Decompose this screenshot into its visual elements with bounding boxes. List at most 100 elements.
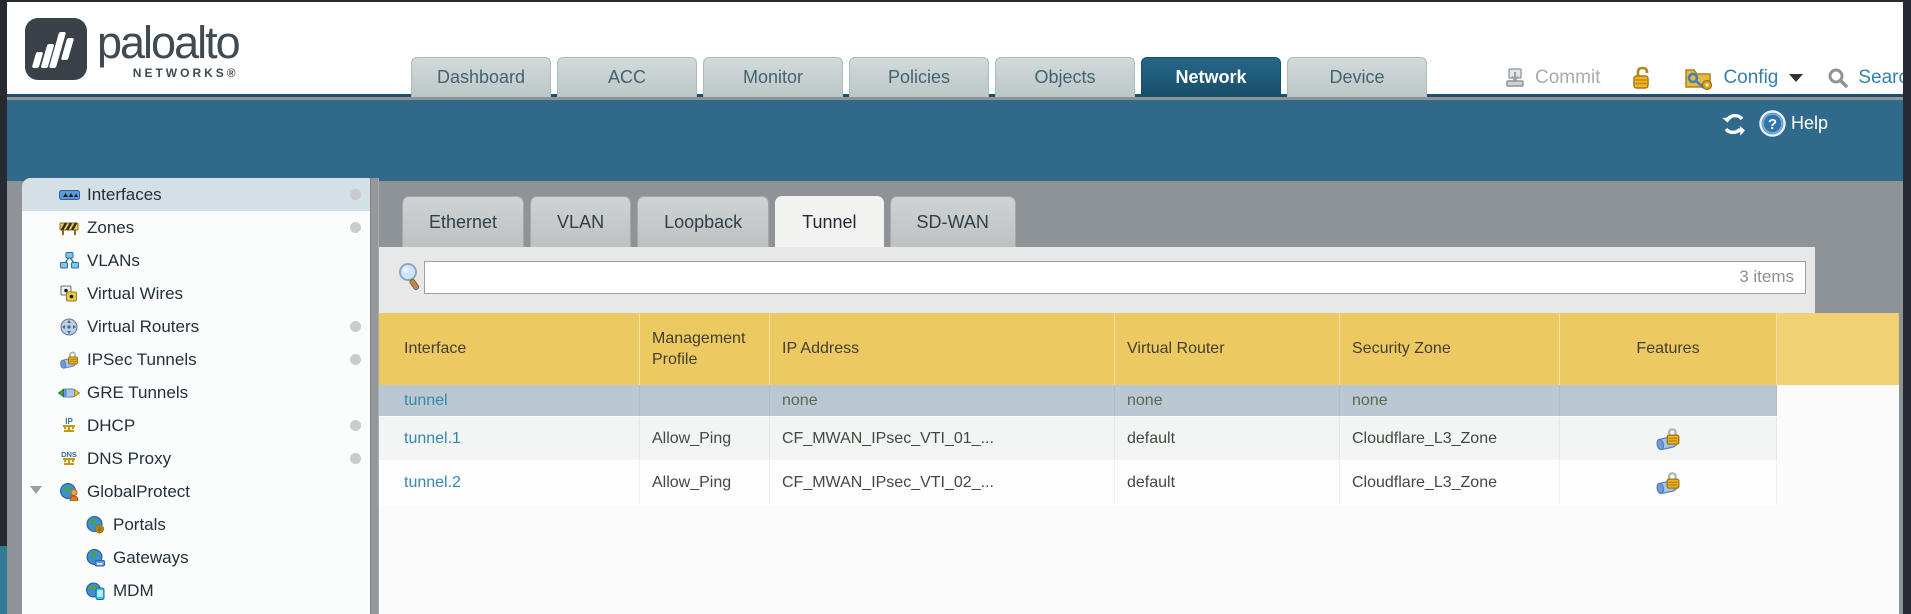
cell-management-profile: Allow_Ping	[640, 461, 770, 504]
window-right-border	[1903, 0, 1911, 614]
sidebar-item-label: VLANs	[87, 250, 140, 270]
table-row[interactable]: tunnel.1 Allow_Ping CF_MWAN_IPsec_VTI_01…	[379, 417, 1777, 461]
refresh-icon[interactable]	[1721, 112, 1747, 136]
status-dot	[350, 189, 361, 200]
interface-type-tabs: Ethernet VLAN Loopback Tunnel SD-WAN	[402, 196, 1016, 247]
sidebar-item-virtual-wires[interactable]: Virtual Wires	[22, 277, 370, 310]
filter-input[interactable]	[424, 261, 1806, 294]
status-dot	[350, 420, 361, 431]
help-button[interactable]: Help	[1790, 113, 1828, 133]
table-row[interactable]: tunnel none none none	[379, 385, 1777, 417]
cell-security-zone: Cloudflare_L3_Zone	[1340, 417, 1560, 460]
dhcp-icon: IP	[58, 417, 80, 435]
cell-features	[1560, 461, 1777, 504]
cell-features	[1560, 417, 1777, 460]
sidebar-item-virtual-routers[interactable]: Virtual Routers	[22, 310, 370, 343]
cell-virtual-router: none	[1127, 391, 1163, 409]
tab-device[interactable]: Device	[1287, 57, 1427, 97]
window-left-border-accent	[0, 546, 7, 614]
sidebar-item-label: DNS Proxy	[87, 448, 172, 468]
filter-bar: 3 items	[379, 247, 1815, 313]
ipsec-tunnel-feature-icon[interactable]	[1655, 471, 1682, 495]
tab-monitor[interactable]: Monitor	[703, 57, 843, 97]
portals-icon	[84, 515, 106, 534]
cell-management-profile	[640, 385, 770, 416]
column-header-management-profile[interactable]: Management Profile	[640, 313, 770, 385]
sidebar-item-ipsec-tunnels[interactable]: IPSec Tunnels	[22, 343, 370, 376]
sidebar-item-dhcp[interactable]: IP DHCP	[22, 409, 370, 442]
sidebar-item-label: Zones	[87, 217, 135, 237]
sidebar-item-label: Portals	[113, 514, 166, 534]
sidebar-item-dns-proxy[interactable]: DNS DNS Proxy	[22, 442, 370, 475]
filter-search-icon	[397, 262, 421, 294]
table-row[interactable]: tunnel.2 Allow_Ping CF_MWAN_IPsec_VTI_02…	[379, 461, 1777, 505]
sidebar-item-mdm[interactable]: MDM	[22, 574, 370, 607]
gateways-icon	[84, 548, 106, 567]
svg-text:?: ?	[1768, 116, 1777, 133]
context-bar: ? Help	[7, 100, 1903, 181]
tab-policies[interactable]: Policies	[849, 57, 989, 97]
sidebar-item-vlans[interactable]: VLANs	[22, 244, 370, 277]
tab-sd-wan[interactable]: SD-WAN	[889, 196, 1016, 247]
sidebar-splitter[interactable]	[370, 178, 379, 614]
sidebar-item-label: DHCP	[87, 415, 136, 435]
gre-tunnel-icon	[58, 384, 80, 402]
sidebar-item-label: Virtual Routers	[87, 316, 200, 336]
brand-name: paloalto	[97, 17, 241, 68]
sidebar-item-label: GRE Tunnels	[87, 382, 189, 402]
tab-dashboard[interactable]: Dashboard	[411, 57, 551, 97]
tab-acc[interactable]: ACC	[557, 57, 697, 97]
status-dot	[350, 453, 361, 464]
mdm-icon	[84, 582, 106, 600]
virtual-wires-icon	[58, 285, 80, 303]
cell-ip-address: CF_MWAN_IPsec_VTI_02_...	[770, 461, 1115, 504]
column-header-security-zone[interactable]: Security Zone	[1340, 313, 1560, 385]
status-dot	[350, 222, 361, 233]
tab-loopback[interactable]: Loopback	[637, 196, 770, 247]
collapse-triangle-icon[interactable]	[30, 486, 42, 494]
interface-link[interactable]: tunnel.2	[404, 473, 461, 491]
tab-vlan[interactable]: VLAN	[530, 196, 632, 247]
interface-table: tunnel none none none tunnel.1 Allow_Pin…	[379, 385, 1777, 505]
tab-network[interactable]: Network	[1141, 57, 1281, 97]
ipsec-tunnel-icon	[58, 351, 80, 369]
column-header-features[interactable]: Features	[1560, 313, 1777, 385]
config-icon	[1684, 65, 1714, 91]
sidebar-item-label: IPSec Tunnels	[87, 349, 197, 369]
sidebar-item-gre-tunnels[interactable]: GRE Tunnels	[22, 376, 370, 409]
sidebar-item-globalprotect[interactable]: GlobalProtect	[22, 475, 370, 508]
cell-security-zone: Cloudflare_L3_Zone	[1340, 461, 1560, 504]
cell-features	[1560, 385, 1777, 416]
chevron-down-icon[interactable]	[1789, 74, 1804, 82]
column-header-interface[interactable]: Interface	[379, 313, 640, 385]
config-button[interactable]: Config	[1723, 67, 1779, 88]
lock-icon[interactable]	[1630, 65, 1654, 91]
interface-link[interactable]: tunnel.1	[404, 429, 461, 447]
cell-ip-address: CF_MWAN_IPsec_VTI_01_...	[770, 417, 1115, 460]
sidebar-item-interfaces[interactable]: Interfaces	[22, 178, 370, 211]
interface-link[interactable]: tunnel	[404, 391, 448, 409]
dns-proxy-icon: DNS	[58, 450, 80, 468]
search-icon	[1827, 67, 1849, 89]
sidebar-item-label: GlobalProtect	[87, 481, 190, 501]
commit-button[interactable]: Commit	[1535, 67, 1601, 88]
sidebar-item-portals[interactable]: Portals	[22, 508, 370, 541]
svg-text:IP: IP	[65, 417, 73, 426]
column-header-ip-address[interactable]: IP Address	[770, 313, 1115, 385]
tab-objects[interactable]: Objects	[995, 57, 1135, 97]
sidebar-item-zones[interactable]: Zones	[22, 211, 370, 244]
column-header-virtual-router[interactable]: Virtual Router	[1115, 313, 1340, 385]
table-header: Interface Management Profile IP Address …	[379, 313, 1899, 385]
tab-tunnel[interactable]: Tunnel	[775, 196, 884, 247]
window-top-border	[0, 0, 1911, 2]
vlans-icon	[58, 252, 80, 270]
tab-ethernet[interactable]: Ethernet	[402, 196, 525, 247]
ipsec-tunnel-feature-icon[interactable]	[1655, 427, 1682, 451]
help-icon[interactable]: ?	[1759, 110, 1786, 137]
cell-security-zone: none	[1352, 391, 1388, 409]
status-dot	[350, 354, 361, 365]
cell-management-profile: Allow_Ping	[640, 417, 770, 460]
search-button[interactable]: Search	[1858, 67, 1911, 88]
sidebar-item-gateways[interactable]: Gateways	[22, 541, 370, 574]
window-left-border	[0, 0, 7, 614]
